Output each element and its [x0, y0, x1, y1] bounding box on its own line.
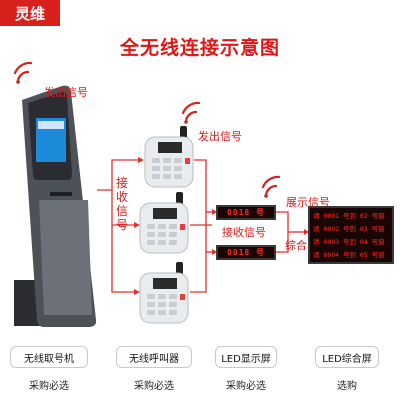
pager-top-illustration: [144, 126, 194, 188]
pager-bottom-illustration: [139, 262, 189, 324]
product-led-display-label: LED显示屏: [215, 346, 277, 368]
wifi-icon: [13, 61, 281, 198]
label-display-signal: 展示信号: [286, 196, 330, 209]
board-row: 请 0002 号到 03 号窗: [313, 225, 385, 233]
pager-middle-illustration: [139, 192, 189, 254]
brand-logo: 灵维: [0, 0, 60, 26]
board-row: 请 0001 号到 02 号窗: [313, 212, 385, 220]
product-pager-note: 采购必选: [134, 381, 174, 392]
board-row: 请 0003 号到 04 号窗: [313, 238, 385, 246]
label-send-signal-pager: 发出信号: [198, 130, 242, 143]
label-receive-signal: 接收信号: [222, 226, 266, 239]
ticket-kiosk-illustration: [14, 85, 97, 327]
product-led-display-note: 采购必选: [226, 381, 266, 392]
led-display-bottom: 0018 号: [216, 245, 276, 260]
connector-lines: [97, 159, 304, 293]
product-pager-label: 无线呼叫器: [116, 346, 192, 368]
composite-led-board: 请 0001 号到 02 号窗 请 0002 号到 03 号窗 请 0003 号…: [308, 206, 394, 264]
label-composite: 综合: [285, 239, 307, 252]
product-kiosk-note: 采购必选: [29, 381, 69, 392]
led-display-top: 0018 号: [216, 205, 276, 220]
label-send-signal-kiosk: 发出信号: [44, 86, 88, 99]
product-led-composite-label: LED综合屏: [315, 346, 379, 368]
product-kiosk-label: 无线取号机: [10, 346, 88, 368]
connector-arrows: [134, 157, 309, 295]
product-led-composite-note: 选购: [337, 381, 357, 392]
board-row: 请 0004 号到 05 号窗: [313, 251, 385, 259]
page-title: 全无线连接示意图: [119, 37, 280, 59]
label-receive-signal-vertical: 接收信号: [115, 176, 128, 232]
